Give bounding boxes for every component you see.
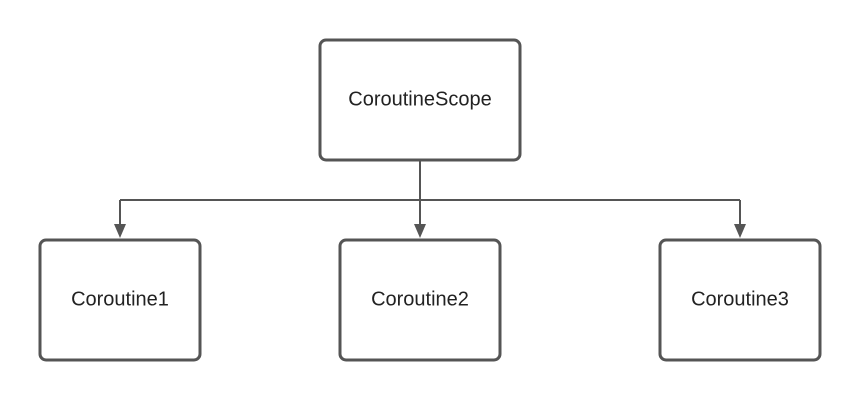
child-node-1-box (38, 238, 202, 362)
child-2-arrowhead (414, 224, 426, 238)
child-node-2-box (338, 238, 502, 362)
root-node-label: CoroutineScope (348, 88, 491, 110)
child-node-1-label: Coroutine1 (71, 288, 169, 310)
root-node-box (318, 38, 522, 162)
child-node-3: Coroutine3 (658, 238, 822, 362)
root-node: CoroutineScope (318, 38, 522, 162)
child-1-arrowhead (114, 224, 126, 238)
child-3-arrowhead (734, 224, 746, 238)
child-node-2: Coroutine2 (338, 238, 502, 362)
child-node-2-label: Coroutine2 (371, 288, 469, 310)
child-node-3-label: Coroutine3 (691, 288, 789, 310)
child-node-1: Coroutine1 (38, 238, 202, 362)
connectors (114, 160, 746, 238)
child-node-3-box (658, 238, 822, 362)
